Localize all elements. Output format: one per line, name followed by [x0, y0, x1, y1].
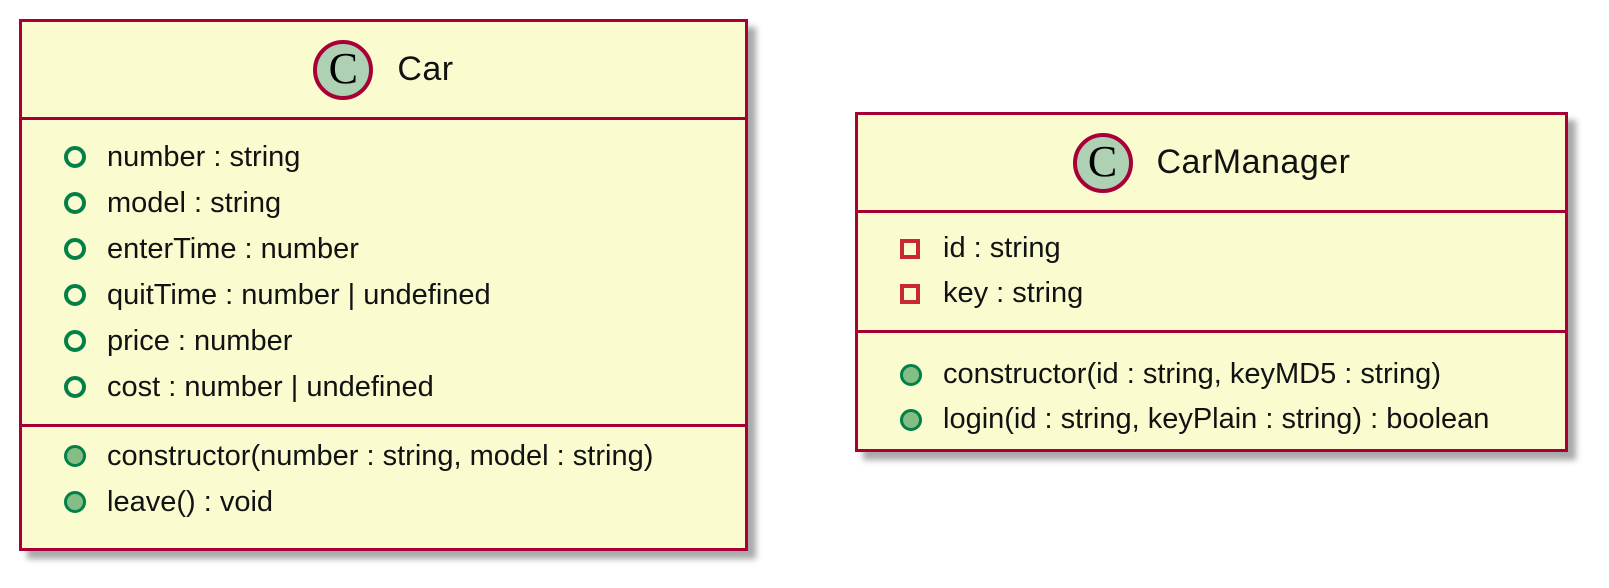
class-badge-icon: C	[313, 39, 374, 100]
member-label: quitTime : number | undefined	[107, 278, 491, 311]
member-row: key : string	[858, 271, 1565, 316]
public-field-icon	[64, 330, 86, 352]
fields-compartment-carmanager: id : string key : string	[858, 213, 1565, 333]
class-box-carmanager: C CarManager id : string key : string con…	[855, 112, 1568, 452]
class-badge-letter: C	[328, 43, 359, 93]
public-method-icon	[900, 408, 922, 431]
public-field-icon	[64, 146, 86, 168]
member-label: id : string	[943, 232, 1061, 264]
member-row: cost : number | undefined	[22, 364, 745, 410]
member-row: enterTime : number	[22, 226, 745, 272]
private-field-icon	[900, 283, 920, 304]
public-field-icon	[64, 284, 86, 306]
member-label: constructor(number : string, model : str…	[107, 439, 654, 472]
class-name: Car	[397, 50, 454, 88]
member-row: model : string	[22, 180, 745, 226]
member-label: login(id : string, keyPlain : string) : …	[943, 403, 1490, 435]
class-badge-icon: C	[1072, 132, 1133, 193]
public-method-icon	[900, 363, 922, 386]
class-badge-letter: C	[1087, 136, 1118, 186]
private-field-icon	[900, 238, 920, 259]
class-box-car: C Car number : string model : string enter…	[19, 19, 748, 551]
member-label: key : string	[943, 277, 1084, 309]
public-method-icon	[64, 445, 86, 467]
methods-compartment-car: constructor(number : string, model : str…	[22, 427, 745, 548]
class-title-carmanager: C CarManager	[858, 115, 1565, 213]
public-field-icon	[64, 376, 86, 398]
class-title-car: C Car	[22, 22, 745, 120]
class-name: CarManager	[1156, 143, 1351, 181]
member-row: constructor(number : string, model : str…	[22, 433, 745, 479]
member-row: price : number	[22, 318, 745, 364]
methods-compartment-carmanager: constructor(id : string, keyMD5 : string…	[858, 333, 1565, 449]
member-label: cost : number | undefined	[107, 370, 434, 403]
member-label: number : string	[107, 140, 301, 173]
public-field-icon	[64, 192, 86, 214]
fields-compartment-car: number : string model : string enterTime :…	[22, 120, 745, 427]
public-method-icon	[64, 491, 86, 513]
member-row: constructor(id : string, keyMD5 : string…	[858, 352, 1565, 397]
member-row: number : string	[22, 134, 745, 180]
member-row: id : string	[858, 226, 1565, 271]
public-field-icon	[64, 238, 86, 260]
member-label: price : number	[107, 324, 293, 357]
member-row: quitTime : number | undefined	[22, 272, 745, 318]
member-label: leave() : void	[107, 485, 274, 518]
member-label: enterTime : number	[107, 232, 359, 265]
member-label: model : string	[107, 186, 282, 219]
member-row: login(id : string, keyPlain : string) : …	[858, 397, 1565, 442]
member-row: leave() : void	[22, 479, 745, 525]
member-label: constructor(id : string, keyMD5 : string…	[943, 358, 1441, 390]
